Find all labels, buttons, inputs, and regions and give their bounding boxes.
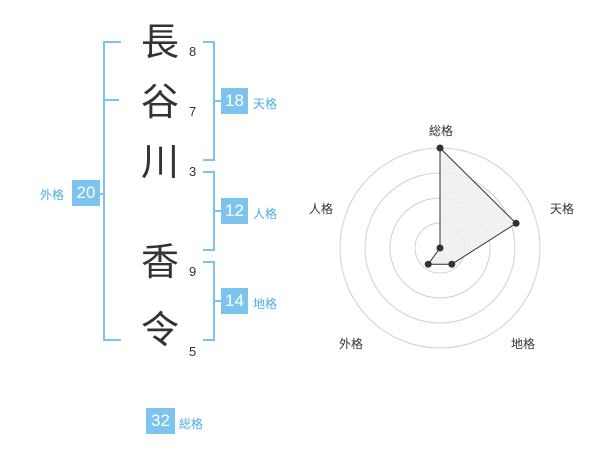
gaikaku-label: 外格 <box>40 188 65 202</box>
stroke-count-4: 9 <box>189 264 197 279</box>
gaikaku-bracket <box>103 41 121 341</box>
chikaku-label: 地格 <box>253 297 278 311</box>
radar-axis-label-soukaku: 総格 <box>429 124 454 138</box>
soukaku-label: 総格 <box>179 417 204 431</box>
gaikaku-bracket-mid-tick <box>103 99 119 101</box>
radar-point-4 <box>424 260 432 268</box>
gaikaku-bracket-connector <box>96 193 105 195</box>
tenkaku-connector <box>213 100 221 102</box>
radar-point-3 <box>448 260 456 268</box>
radar-point-5 <box>436 244 444 252</box>
radar-data-polygon <box>427 146 517 265</box>
tenkaku-label: 天格 <box>253 97 278 111</box>
name-char-3: 川 <box>140 140 179 184</box>
radar-axis-label-tenkaku: 天格 <box>550 202 575 216</box>
name-char-2: 谷 <box>140 80 179 124</box>
stroke-count-2: 7 <box>189 104 197 119</box>
name-char-5: 令 <box>140 308 179 352</box>
jinkaku-connector <box>213 210 221 212</box>
soukaku-value: 32 <box>146 408 175 434</box>
stroke-count-5: 5 <box>189 344 197 359</box>
jinkaku-label: 人格 <box>253 207 278 221</box>
radar-axis-label-jinkaku: 人格 <box>309 202 334 216</box>
jinkaku-value: 12 <box>221 198 248 224</box>
name-char-4: 香 <box>140 240 179 284</box>
radar-axis-label-gaikaku: 外格 <box>339 337 364 351</box>
radar-point-2 <box>512 219 520 227</box>
stroke-count-3: 3 <box>189 164 197 179</box>
name-char-1: 長 <box>140 20 179 64</box>
radar-axis-label-chikaku: 地格 <box>511 337 536 351</box>
stroke-count-1: 8 <box>189 44 197 59</box>
chikaku-connector <box>213 300 221 302</box>
tenkaku-value: 18 <box>221 88 248 114</box>
chikaku-value: 14 <box>221 288 248 314</box>
gaikaku-value: 20 <box>72 180 100 206</box>
radar-point-1 <box>436 144 444 152</box>
